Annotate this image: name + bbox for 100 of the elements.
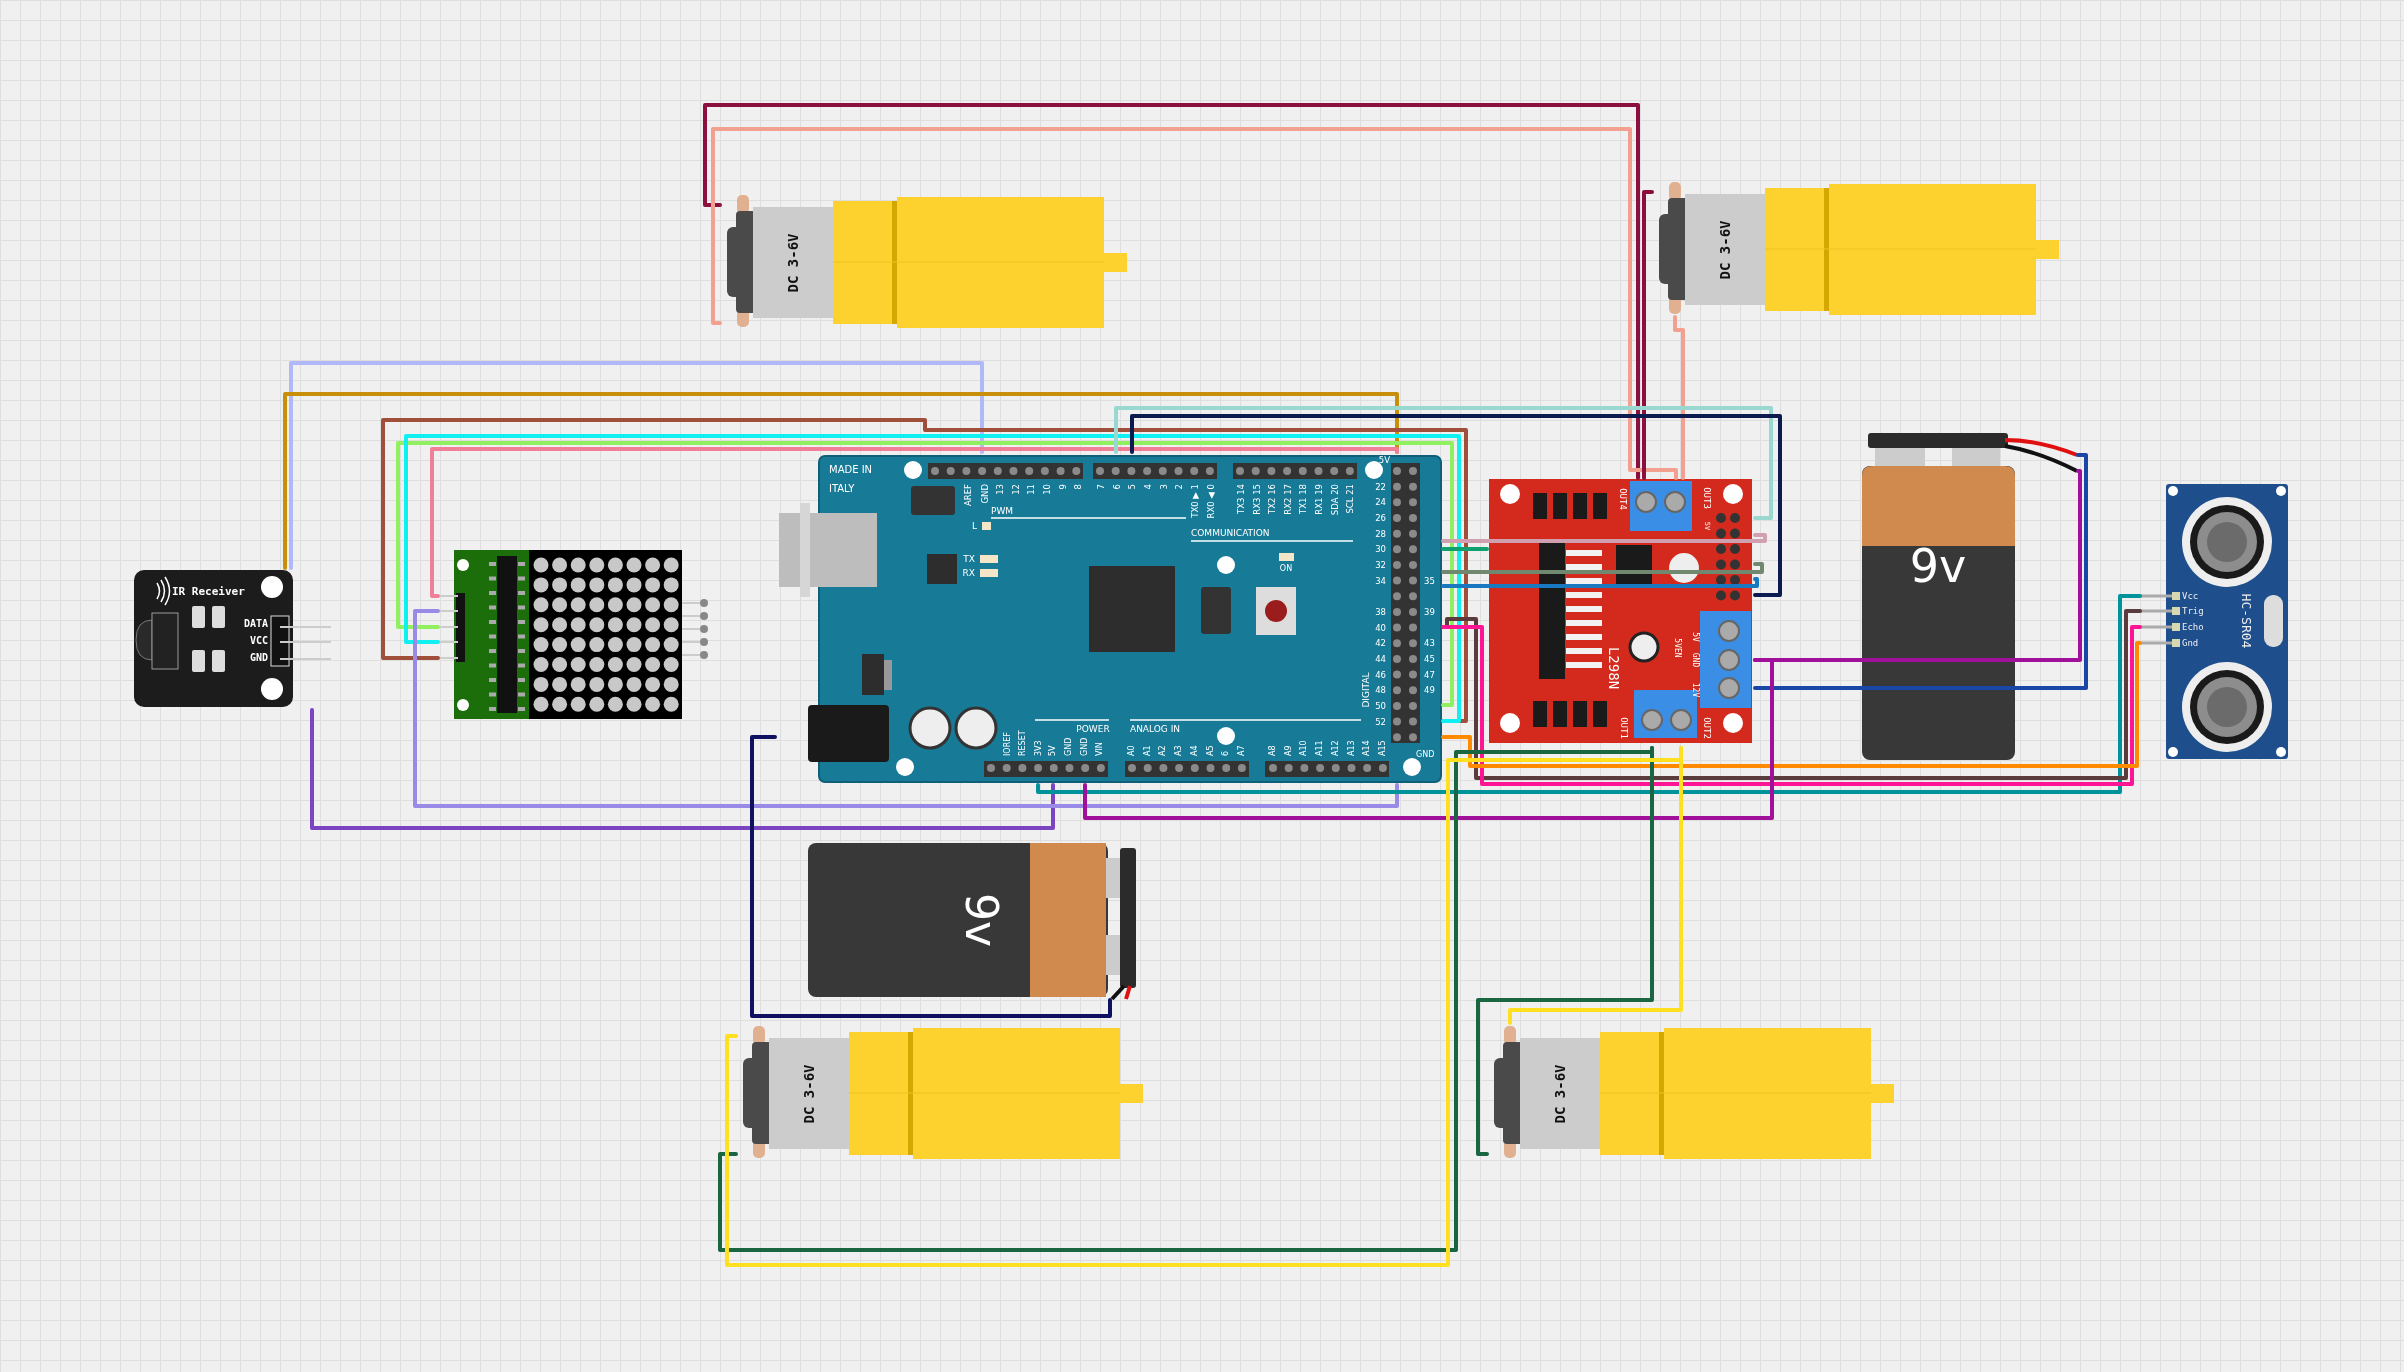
- pin-label: RX1 19: [1314, 484, 1324, 515]
- pin-label: 5V: [1378, 455, 1390, 465]
- pin-label: 11: [1026, 484, 1036, 495]
- pin-label: 7: [1096, 484, 1106, 490]
- module-title: IR Receiver: [172, 585, 245, 597]
- pin-label: A9: [1284, 745, 1293, 756]
- pin-label: A4: [1190, 745, 1199, 756]
- terminal-label: OUT1: [1618, 717, 1628, 739]
- pin-label: 26: [1375, 513, 1386, 523]
- terminal-label: OUT2: [1701, 717, 1711, 739]
- pin-label: 6: [1222, 750, 1231, 756]
- wire: [1083, 658, 1774, 820]
- pin-label: 42: [1375, 639, 1386, 648]
- motor-rating-label: DC 3-6V: [1718, 220, 1732, 280]
- pin-label: 10: [1042, 484, 1052, 495]
- pin-label: A11: [1316, 740, 1325, 756]
- terminal-label: OUT4: [1617, 488, 1627, 510]
- wire: [283, 392, 1399, 570]
- pin-label: 49: [1424, 686, 1435, 695]
- pin-label: 48: [1375, 686, 1386, 695]
- wire: [1753, 453, 2088, 690]
- pin-label: SCL 21: [1345, 484, 1355, 514]
- pin-label: 35: [1424, 576, 1435, 585]
- pin-label: 32: [1375, 560, 1386, 570]
- led-label: L: [972, 521, 977, 531]
- pin-label: Trig: [2182, 606, 2204, 616]
- pin-label: 12: [1011, 484, 1021, 495]
- pin-label: Echo: [2182, 622, 2204, 632]
- wire: [289, 361, 984, 570]
- pin-label: 34: [1375, 576, 1386, 585]
- pin-label: A15: [1378, 740, 1387, 756]
- pin-label: 44: [1375, 654, 1386, 664]
- pin-label: GND: [980, 484, 990, 504]
- pin-label: A8: [1269, 745, 1277, 756]
- pin-label: VCC: [249, 636, 268, 646]
- terminal-label: 5V: [1691, 632, 1699, 642]
- pin-label: A1: [1143, 745, 1152, 756]
- pin-label: A10: [1300, 740, 1309, 756]
- pin-label: RX0 ◀ 0: [1206, 484, 1216, 519]
- chip-label: L298N: [1607, 646, 1621, 690]
- pin-label: 30: [1375, 545, 1386, 554]
- terminal-label: GND: [1691, 652, 1699, 668]
- wire: [1441, 562, 1764, 574]
- led-label: RX: [962, 568, 975, 578]
- pin-label: GND: [1081, 737, 1089, 756]
- board-label: PWM: [991, 506, 1014, 516]
- pin-label: A13: [1347, 740, 1356, 756]
- pin-label: GND: [1416, 751, 1435, 759]
- pin-label: 2: [1174, 484, 1184, 490]
- pin-label: 38: [1375, 607, 1386, 617]
- led-label: ON: [1279, 565, 1293, 573]
- wire: [1114, 406, 1773, 520]
- pin-label: TX1 18: [1299, 484, 1308, 514]
- pin-label: VIN: [1096, 742, 1104, 756]
- pin-label: SDA 20: [1330, 484, 1339, 516]
- voltage-label: 9v: [959, 893, 1003, 947]
- board-label: ITALY: [829, 484, 855, 494]
- pin-label: RX2 17: [1283, 484, 1293, 515]
- pin-label: 46: [1375, 670, 1386, 679]
- pin-label: 52: [1375, 717, 1386, 726]
- pin-label: 40: [1375, 623, 1386, 632]
- pin-label: 8: [1073, 484, 1083, 490]
- pin-label: A3: [1175, 745, 1184, 756]
- pin-label: 6: [1112, 484, 1122, 490]
- pin-label: TX0 ▶ 1: [1190, 484, 1200, 518]
- board-label: POWER: [1076, 724, 1110, 734]
- board-label: MADE IN: [829, 465, 873, 475]
- board-label: ANALOG IN: [1130, 724, 1180, 734]
- wire: [1441, 577, 1759, 588]
- wire: [1441, 547, 1489, 551]
- pin-label: 39: [1424, 607, 1435, 617]
- model-label: HC-SR04: [2239, 593, 2253, 649]
- pin-label: GND: [249, 653, 268, 663]
- pin-label: 47: [1424, 670, 1435, 679]
- pin-label: 22: [1375, 482, 1386, 491]
- pin-label: RESET: [1019, 730, 1027, 756]
- pin-label: 13: [995, 484, 1005, 495]
- pin-label: TX3 14: [1236, 484, 1246, 514]
- pin-label: 3: [1159, 484, 1169, 490]
- pin-label: TX2 16: [1267, 484, 1277, 514]
- motor-rating-label: DC 3-6V: [786, 233, 800, 293]
- pin-label: GND: [1065, 737, 1073, 756]
- board-label: DIGITAL: [1361, 672, 1371, 708]
- pin-label: RX3 15: [1252, 484, 1261, 515]
- terminal-label: 12V: [1691, 682, 1699, 698]
- pin-label: 9: [1058, 484, 1068, 490]
- wire: [750, 735, 1112, 1018]
- pin-label: A0: [1128, 745, 1136, 756]
- led-label: TX: [963, 554, 975, 564]
- pin-label: A5: [1206, 745, 1215, 756]
- wire: [413, 609, 1399, 808]
- voltage-label: 9v: [1909, 543, 1967, 589]
- pin-label: AREF: [963, 484, 973, 506]
- pin-label: 3V3: [1035, 740, 1043, 756]
- pin-label: DATA: [243, 619, 268, 629]
- pin-label: Vcc: [2182, 591, 2199, 601]
- wire: [310, 708, 1055, 830]
- wire: [1441, 641, 2142, 768]
- pin-label: A7: [1237, 745, 1246, 756]
- pin-label: 5: [1127, 484, 1137, 490]
